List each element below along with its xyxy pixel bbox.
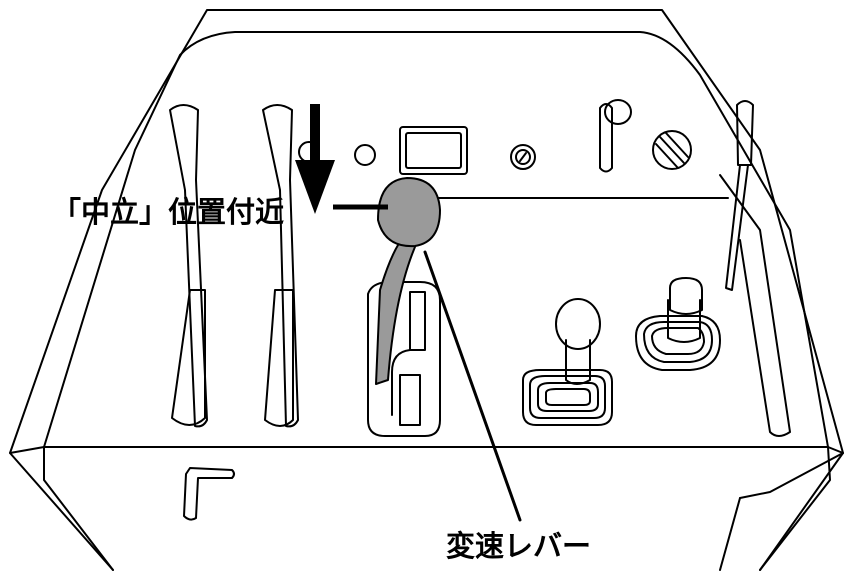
joystick-left — [522, 298, 613, 426]
down-arrow-icon — [295, 104, 335, 214]
left-lever-1 — [169, 104, 208, 428]
round-switch — [354, 144, 376, 166]
throttle-knob-icon — [652, 130, 692, 170]
right-lever — [719, 100, 791, 437]
front-lever — [183, 467, 235, 521]
left-lever-2 — [262, 104, 299, 428]
shift-lever-leader-line — [423, 250, 522, 522]
display-screen — [399, 126, 468, 175]
shift-lever-label: 変速レバー — [446, 529, 592, 563]
shift-lever-shaft — [375, 234, 419, 385]
shift-lever-knob — [377, 177, 441, 248]
joystick-right — [635, 277, 721, 371]
console-outer-frame — [9, 9, 844, 571]
neutral-position-label: 「中立」位置付近 — [52, 195, 285, 229]
small-lever — [599, 99, 632, 173]
key-switch-icon — [510, 144, 536, 170]
